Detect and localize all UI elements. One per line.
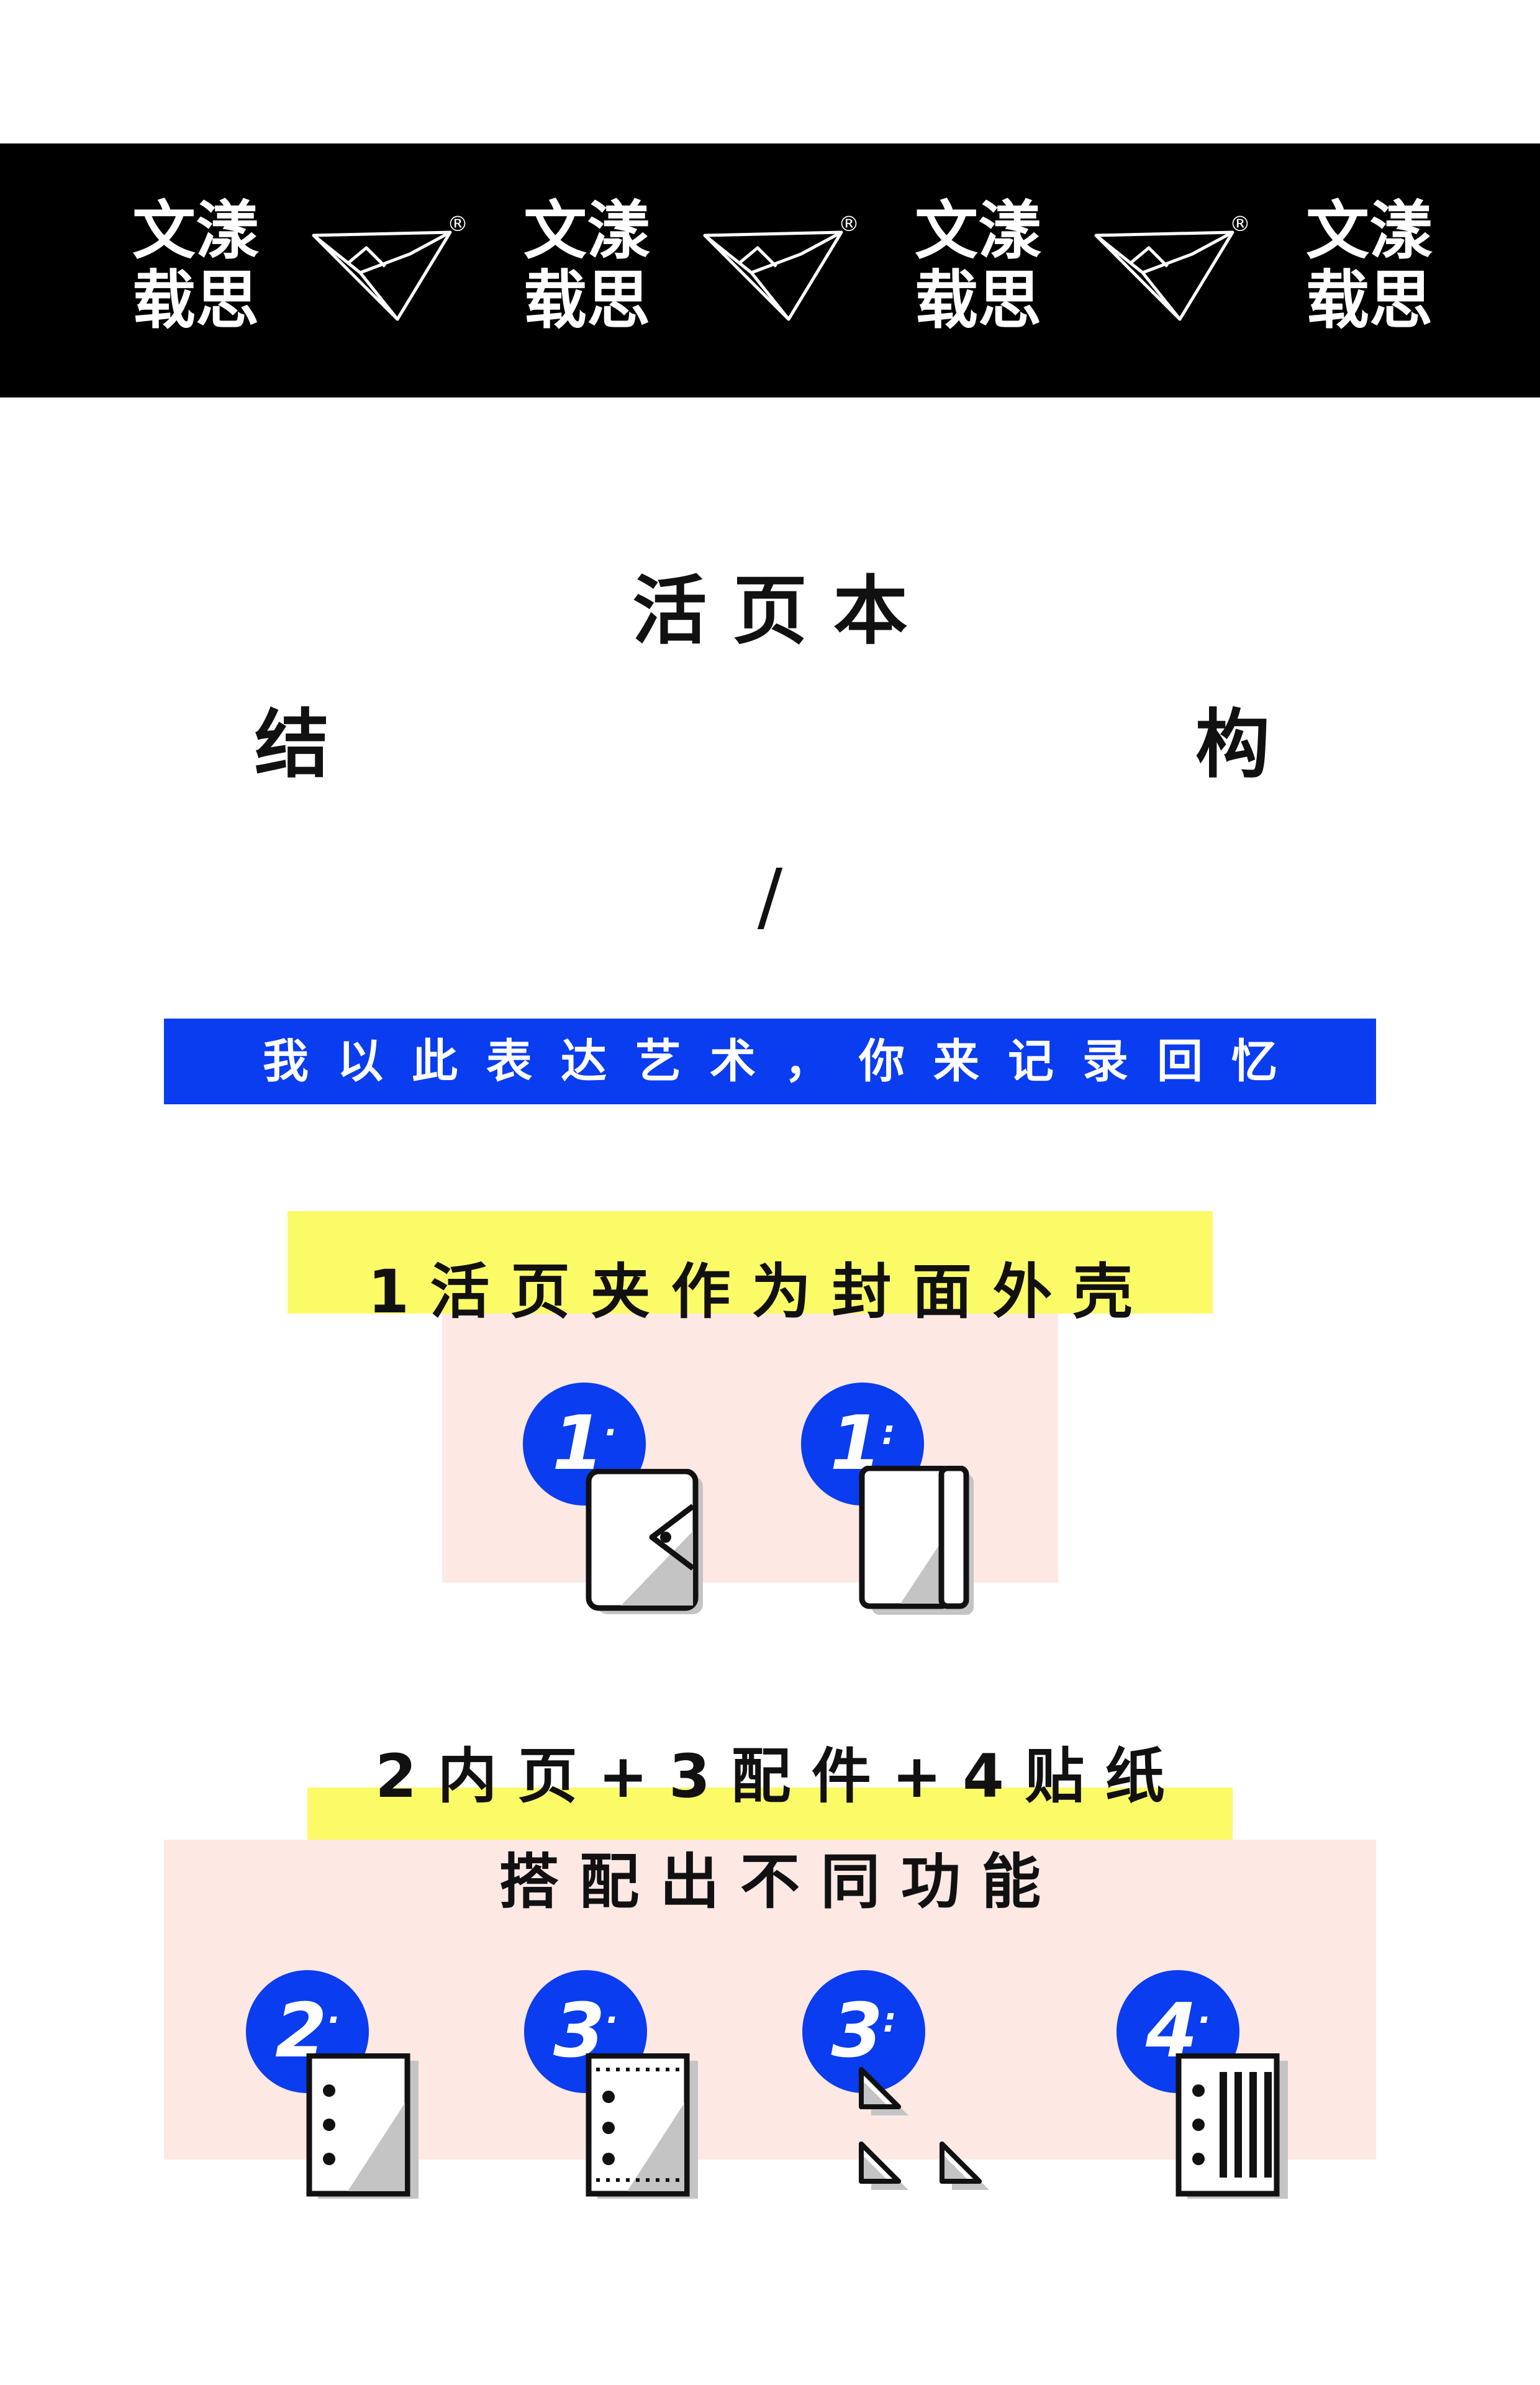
brand-text-line2: 载思	[523, 263, 650, 338]
snap-binder-icon	[586, 1469, 703, 1614]
highlight-bar	[288, 1211, 1213, 1314]
page-title: 活 页 本	[632, 568, 908, 655]
registered-mark: ®	[838, 212, 859, 237]
brand-banner: 文漾 载思 ® 文漾 载思 ® 文漾 载思	[0, 143, 1540, 398]
subtitle-banner: 我以此表达艺术，你来记录回忆	[164, 1019, 1376, 1104]
brand-wordmark: 文漾 载思	[907, 196, 1049, 335]
brand-text-line2: 载思	[915, 263, 1041, 338]
sticker-sheet-icon	[1175, 2053, 1288, 2199]
corner-accessory-icon	[859, 2067, 989, 2190]
origami-bird-logo-icon	[703, 230, 843, 321]
section1-heading: 1 活 页 夹 作 为 封 面 外 壳	[368, 1257, 1133, 1327]
registered-mark: ®	[447, 212, 468, 237]
brand-text-line2: 载思	[1306, 263, 1433, 338]
brand-text-line2: 载思	[132, 263, 259, 338]
origami-bird-logo-icon	[1094, 230, 1234, 321]
dotted-page-icon	[586, 2053, 698, 2199]
brand-text-line1: 文漾	[915, 194, 1041, 268]
brand-text-line1: 文漾	[523, 194, 650, 268]
refill-page-icon	[306, 2053, 419, 2199]
item-badge: 3·	[524, 1970, 647, 2093]
registered-mark: ®	[1230, 212, 1251, 237]
spine-binder-icon	[859, 1466, 974, 1615]
brand-text-line1: 文漾	[132, 194, 259, 268]
origami-bird-logo-icon	[312, 230, 452, 321]
brand-text-line1: 文漾	[1306, 194, 1433, 268]
brand-wordmark: 文漾 载思	[515, 196, 658, 335]
brand-wordmark: 文漾 载思	[124, 196, 267, 335]
title-slash: /	[757, 854, 783, 940]
section2-heading-line1: 2 内 页 + 3 配 件 + 4 贴 纸	[375, 1742, 1165, 1811]
section2-heading-line2: 搭 配 出 不 同 功 能	[499, 1847, 1041, 1917]
title-right-char: 构	[1195, 702, 1270, 788]
brand-wordmark: 文漾 载思	[1298, 196, 1441, 335]
title-left-char: 结	[255, 702, 329, 788]
